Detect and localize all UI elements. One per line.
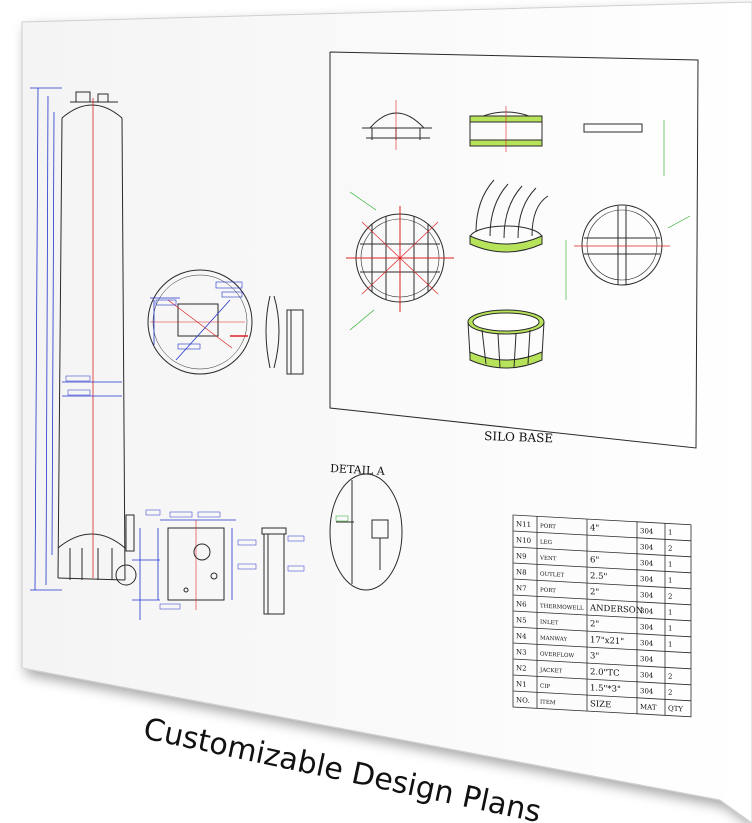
silo-dimensions: [30, 87, 161, 620]
table-row: N2 JACKET 2.0"TC 304 2: [516, 664, 672, 681]
table-cell-item: ITEM: [540, 699, 556, 706]
top-plan-view: [147, 269, 253, 375]
jacket-side-view: [261, 527, 305, 615]
table-cell-size: 17"x21": [590, 635, 624, 647]
table-cell-size: 6": [590, 555, 599, 566]
table-cell-mat: 304: [640, 527, 654, 536]
table-cell-size: 2.0"TC: [590, 667, 620, 679]
table-cell-item: VENT: [539, 555, 557, 562]
silo-base-label: SILO BASE: [484, 429, 553, 445]
table-cell-size: SIZE: [590, 699, 611, 710]
table-row: N3 OVERFLOW 3" 304: [516, 648, 654, 664]
table-cell-qty: 2: [668, 673, 672, 681]
table-cell-item: PORT: [540, 587, 556, 594]
table-cell-qty: 1: [668, 529, 672, 537]
table-cell-no: N2: [516, 664, 527, 673]
table-row: N4 MANWAY 17"x21" 304 1: [516, 632, 672, 649]
table-cell-mat: 304: [640, 639, 654, 648]
table-cell-item: INLET: [540, 619, 559, 626]
table-cell-qty: 1: [668, 625, 672, 633]
table-cell-no: N11: [516, 520, 531, 529]
table-cell-no: N7: [516, 584, 527, 593]
table-cell-no: N6: [516, 600, 527, 609]
table-cell-no: N9: [516, 552, 527, 561]
silo-base-views: [346, 100, 691, 369]
table-cell-mat: 304: [640, 543, 654, 552]
table-row: N8 OUTLET 2.5" 304 1: [516, 568, 672, 585]
table-cell-qty: 1: [668, 577, 672, 585]
table-cell-no: NO.: [516, 696, 530, 705]
table-cell-item: CIP: [540, 683, 550, 690]
table-row: N11 PORT 4" 304 1: [516, 520, 672, 537]
table-row: N7 PORT 2" 304 2: [516, 584, 672, 601]
table-cell-size: 4": [590, 523, 599, 534]
table-cell-qty: 1: [668, 561, 672, 569]
table-cell-size: 3": [590, 651, 599, 662]
silo-elevation: [57, 91, 137, 586]
table-cell-mat: 304: [640, 655, 654, 664]
table-cell-item: OUTLET: [540, 571, 564, 578]
table-cell-item: THERMOWELL: [540, 603, 584, 611]
table-cell-size: ANDERSON: [589, 603, 644, 616]
manway-detail: [265, 295, 304, 375]
table-cell-mat: 304: [640, 591, 654, 600]
table-cell-size: 1.5"*3": [590, 683, 621, 695]
table-cell-size: 2.5": [590, 571, 608, 582]
table-cell-mat: MAT: [640, 703, 657, 712]
table-cell-no: N5: [516, 616, 527, 625]
table-cell-item: LEG: [540, 539, 552, 546]
table-cell-no: N8: [516, 568, 527, 577]
table-cell-qty: 2: [668, 593, 672, 601]
table-cell-size: 2": [590, 587, 599, 598]
table-cell-item: OVERFLOW: [540, 651, 574, 659]
table-cell-qty: QTY: [668, 705, 683, 714]
drawing-sheet: [21, 1, 752, 823]
table-row: N10 LEG 304 2: [516, 536, 672, 553]
detail-a-label: DETAIL A: [330, 462, 386, 478]
table-cell-item: MANWAY: [540, 635, 568, 643]
table-cell-no: N10: [516, 536, 531, 545]
table-row: N1 CIP 1.5"*3" 304 2: [516, 680, 672, 697]
table-cell-no: N4: [516, 632, 527, 641]
table-cell-no: N3: [516, 648, 527, 657]
table-header-row: NO. ITEM SIZE MAT QTY: [516, 696, 683, 714]
table-row: N9 VENT 6" 304 1: [516, 552, 672, 569]
table-cell-qty: 1: [668, 609, 672, 617]
table-cell-qty: 1: [668, 641, 672, 649]
table-cell-qty: 2: [668, 545, 672, 553]
nozzle-layout-view: [157, 511, 257, 610]
table-cell-mat: 304: [640, 687, 654, 696]
table-cell-mat: 304: [640, 623, 654, 632]
table-cell-qty: 2: [668, 689, 672, 697]
detail-a-view: [329, 473, 403, 591]
table-cell-mat: 304: [640, 575, 654, 584]
table-row: N5 INLET 2" 304 1: [516, 616, 672, 633]
table-cell-size: 2": [590, 619, 599, 630]
table-cell-no: N1: [516, 680, 527, 689]
silo-base-frame: [329, 51, 699, 449]
table-cell-mat: 304: [640, 607, 654, 616]
table-cell-item: PORT: [540, 523, 556, 530]
table-cell-mat: 304: [640, 671, 654, 680]
table-cell-item: JACKET: [539, 667, 562, 674]
table-cell-mat: 304: [640, 559, 654, 568]
